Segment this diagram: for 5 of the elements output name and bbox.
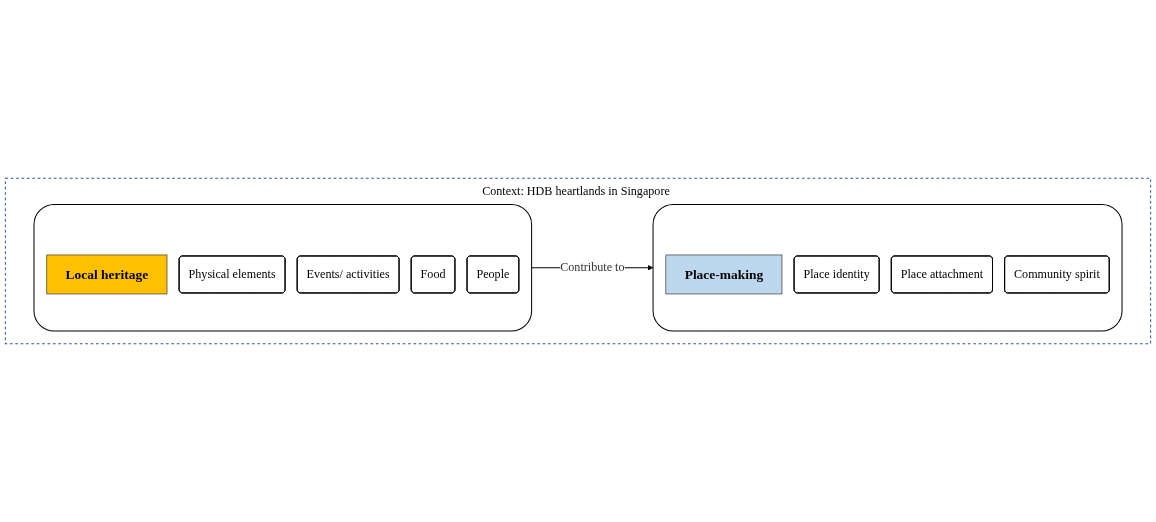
- cluster: [652, 204, 1123, 332]
- edge-label: Contribute to: [560, 260, 625, 275]
- cluster: [33, 204, 533, 332]
- node-box: Place-making: [665, 254, 783, 295]
- node-box: Local heritage: [46, 254, 168, 295]
